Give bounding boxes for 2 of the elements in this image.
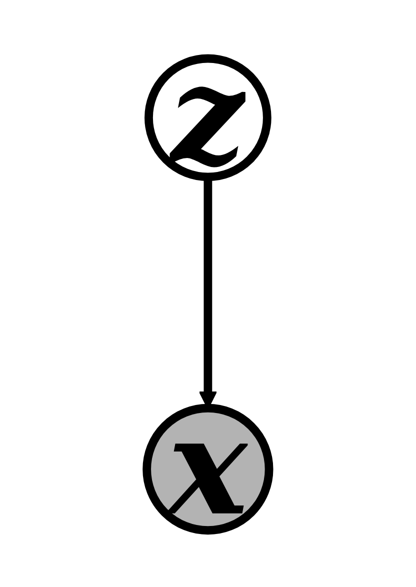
node-circle: x bbox=[142, 404, 274, 535]
node-circle: z bbox=[144, 54, 272, 182]
